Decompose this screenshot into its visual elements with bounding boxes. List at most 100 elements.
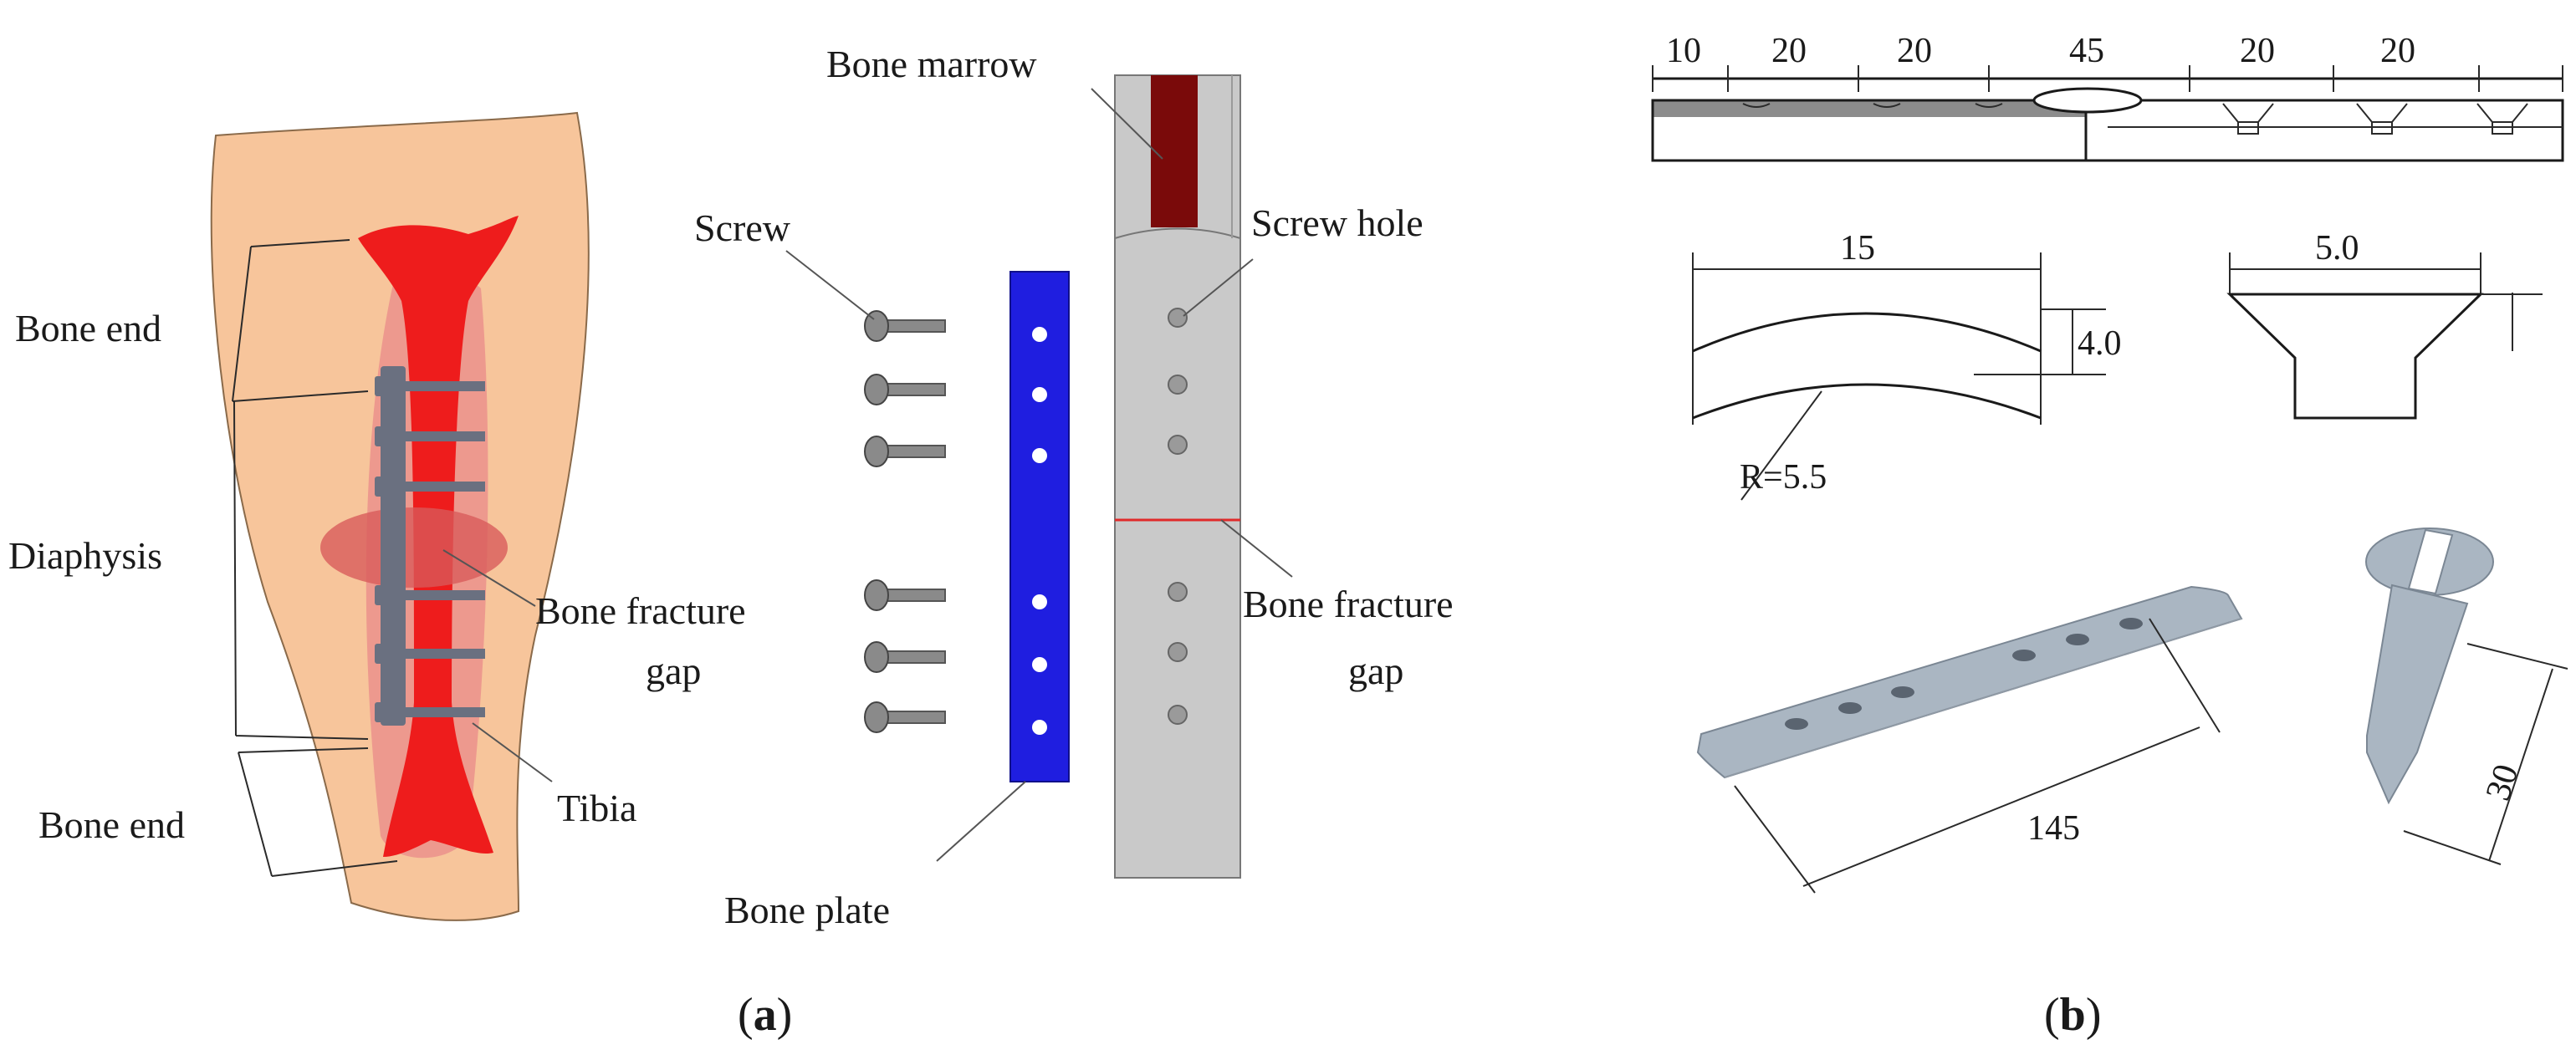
tibia-leader bbox=[472, 722, 553, 782]
plate-section-drawing: 10 20 20 45 20 20 bbox=[1651, 32, 2564, 162]
screw-hole-mark bbox=[1168, 642, 1188, 662]
loose-screw bbox=[864, 310, 946, 342]
plate-3d-hole bbox=[2119, 618, 2143, 629]
label-fracture-gap-b-line1: Bone fracture bbox=[1243, 583, 1454, 625]
dim-20-a: 20 bbox=[1771, 32, 1807, 70]
loose-screw bbox=[864, 701, 946, 733]
screw-length-ext bbox=[2403, 830, 2502, 865]
dim-20-b: 20 bbox=[1897, 32, 1932, 70]
screw-hole-mark bbox=[1168, 375, 1188, 395]
caption-b: (b) bbox=[2044, 989, 2101, 1041]
bone-marrow bbox=[1151, 75, 1198, 227]
label-fracture-gap-a-line1: Bone fracture bbox=[535, 589, 746, 632]
plate-3d-hole bbox=[2066, 634, 2089, 645]
marrow-boundary-line bbox=[1114, 227, 1241, 239]
loose-screw bbox=[864, 374, 946, 405]
implanted-screw bbox=[385, 431, 485, 441]
radius-leader bbox=[1740, 390, 1822, 501]
countersink-hole bbox=[1975, 103, 2003, 108]
bone-marrow-leader bbox=[1091, 88, 1163, 160]
plate-length-ext bbox=[1734, 785, 1816, 894]
dim-45: 45 bbox=[2069, 32, 2104, 70]
implanted-screw bbox=[385, 482, 485, 492]
screw-hole-mark bbox=[1168, 705, 1188, 725]
exploded-view: Screw Bone plate Bone marrow Screw hole … bbox=[694, 43, 1454, 931]
label-screw: Screw bbox=[694, 206, 791, 249]
label-bone-end-top: Bone end bbox=[15, 307, 161, 349]
fracture-gap-leader-a bbox=[442, 549, 536, 607]
implanted-screw-head bbox=[375, 426, 386, 446]
plate-3d-hole bbox=[1891, 686, 1914, 698]
bone-end-bottom-bracket bbox=[238, 747, 398, 877]
label-bone-marrow: Bone marrow bbox=[826, 43, 1037, 85]
implanted-plate-group bbox=[375, 366, 485, 726]
plate-3d-model: 145 bbox=[1696, 585, 2243, 894]
label-screw-hole: Screw hole bbox=[1251, 201, 1423, 244]
screw-3d-model: 30 bbox=[2365, 528, 2568, 865]
countersink-hole bbox=[1742, 103, 1771, 108]
screw-length-dimension bbox=[2488, 668, 2553, 862]
bone-plate-leader bbox=[936, 781, 1026, 862]
label-fracture-gap-b-line2: gap bbox=[1348, 650, 1403, 692]
screw-3d-slot bbox=[2407, 528, 2454, 595]
bone-plate-holes bbox=[1032, 327, 1047, 735]
loose-screw bbox=[864, 436, 946, 467]
plate-3d-edge bbox=[1724, 618, 2242, 778]
fracture-gap-leader-b bbox=[1220, 519, 1293, 578]
plate-length-dimension bbox=[1802, 726, 2200, 887]
countersink-hole bbox=[2222, 103, 2274, 135]
label-bone-end-bottom: Bone end bbox=[38, 803, 185, 846]
implanted-screw bbox=[385, 381, 485, 391]
loose-screw bbox=[864, 579, 946, 611]
implanted-screw-head bbox=[375, 376, 386, 396]
bone-plate-blue bbox=[1009, 271, 1070, 782]
arc-section-drawing: 15 4.0 R=5.5 bbox=[1692, 229, 2122, 501]
screw-head bbox=[864, 641, 889, 673]
implanted-screw-head bbox=[375, 585, 386, 605]
countersink-hole bbox=[1873, 103, 1901, 108]
diaphysis-bracket bbox=[233, 400, 369, 740]
implanted-screw-head bbox=[375, 477, 386, 497]
countersink-profile bbox=[2226, 293, 2484, 420]
screw-hole-leader bbox=[1183, 258, 1254, 317]
screw-hole-mark bbox=[1168, 435, 1188, 455]
dim-20-d: 20 bbox=[2380, 32, 2415, 70]
implanted-screw bbox=[385, 590, 485, 600]
implanted-screw-head bbox=[375, 702, 386, 722]
dim-arc-radius: R=5.5 bbox=[1740, 458, 1827, 497]
label-tibia: Tibia bbox=[557, 787, 636, 829]
plate-3d-hole bbox=[2012, 650, 2036, 661]
implanted-screw-head bbox=[375, 644, 386, 664]
screw-head bbox=[864, 579, 889, 611]
label-fracture-gap-a-line2: gap bbox=[646, 650, 701, 692]
plate-3d-hole bbox=[1838, 702, 1862, 714]
screw-hole-mark bbox=[1168, 582, 1188, 602]
screw-head bbox=[864, 436, 889, 467]
plate-hole bbox=[1032, 720, 1047, 735]
plate-3d-holes bbox=[1785, 618, 2143, 730]
dim-screw-length: 30 bbox=[2479, 760, 2527, 805]
center-hole-ellipse bbox=[2032, 87, 2143, 114]
screw-leader bbox=[785, 250, 875, 320]
dim-arc-width: 15 bbox=[1840, 229, 1875, 268]
dim-plate-length: 145 bbox=[2027, 809, 2080, 848]
plate-cross-section-left-fill bbox=[1653, 100, 2086, 117]
plate-length-ext bbox=[2149, 618, 2221, 733]
arc-inner bbox=[1692, 383, 2042, 420]
bone-end-top-bracket bbox=[232, 239, 369, 402]
screw-head bbox=[864, 310, 889, 342]
plate-hole bbox=[1032, 387, 1047, 402]
screw-holes bbox=[1168, 308, 1188, 725]
leg-illustration: Bone end Diaphysis Bone end Bone fractur… bbox=[8, 111, 746, 921]
loose-screws-group bbox=[864, 310, 946, 733]
implanted-screw bbox=[385, 649, 485, 659]
screw-head bbox=[864, 374, 889, 405]
screw-3d-shaft bbox=[2366, 584, 2469, 805]
plate-hole bbox=[1032, 448, 1047, 463]
label-bone-plate: Bone plate bbox=[724, 889, 890, 931]
loose-screw bbox=[864, 641, 946, 673]
countersink-hole bbox=[2356, 103, 2408, 135]
dim-arc-height: 4.0 bbox=[2078, 324, 2122, 363]
plate-hole bbox=[1032, 594, 1047, 609]
